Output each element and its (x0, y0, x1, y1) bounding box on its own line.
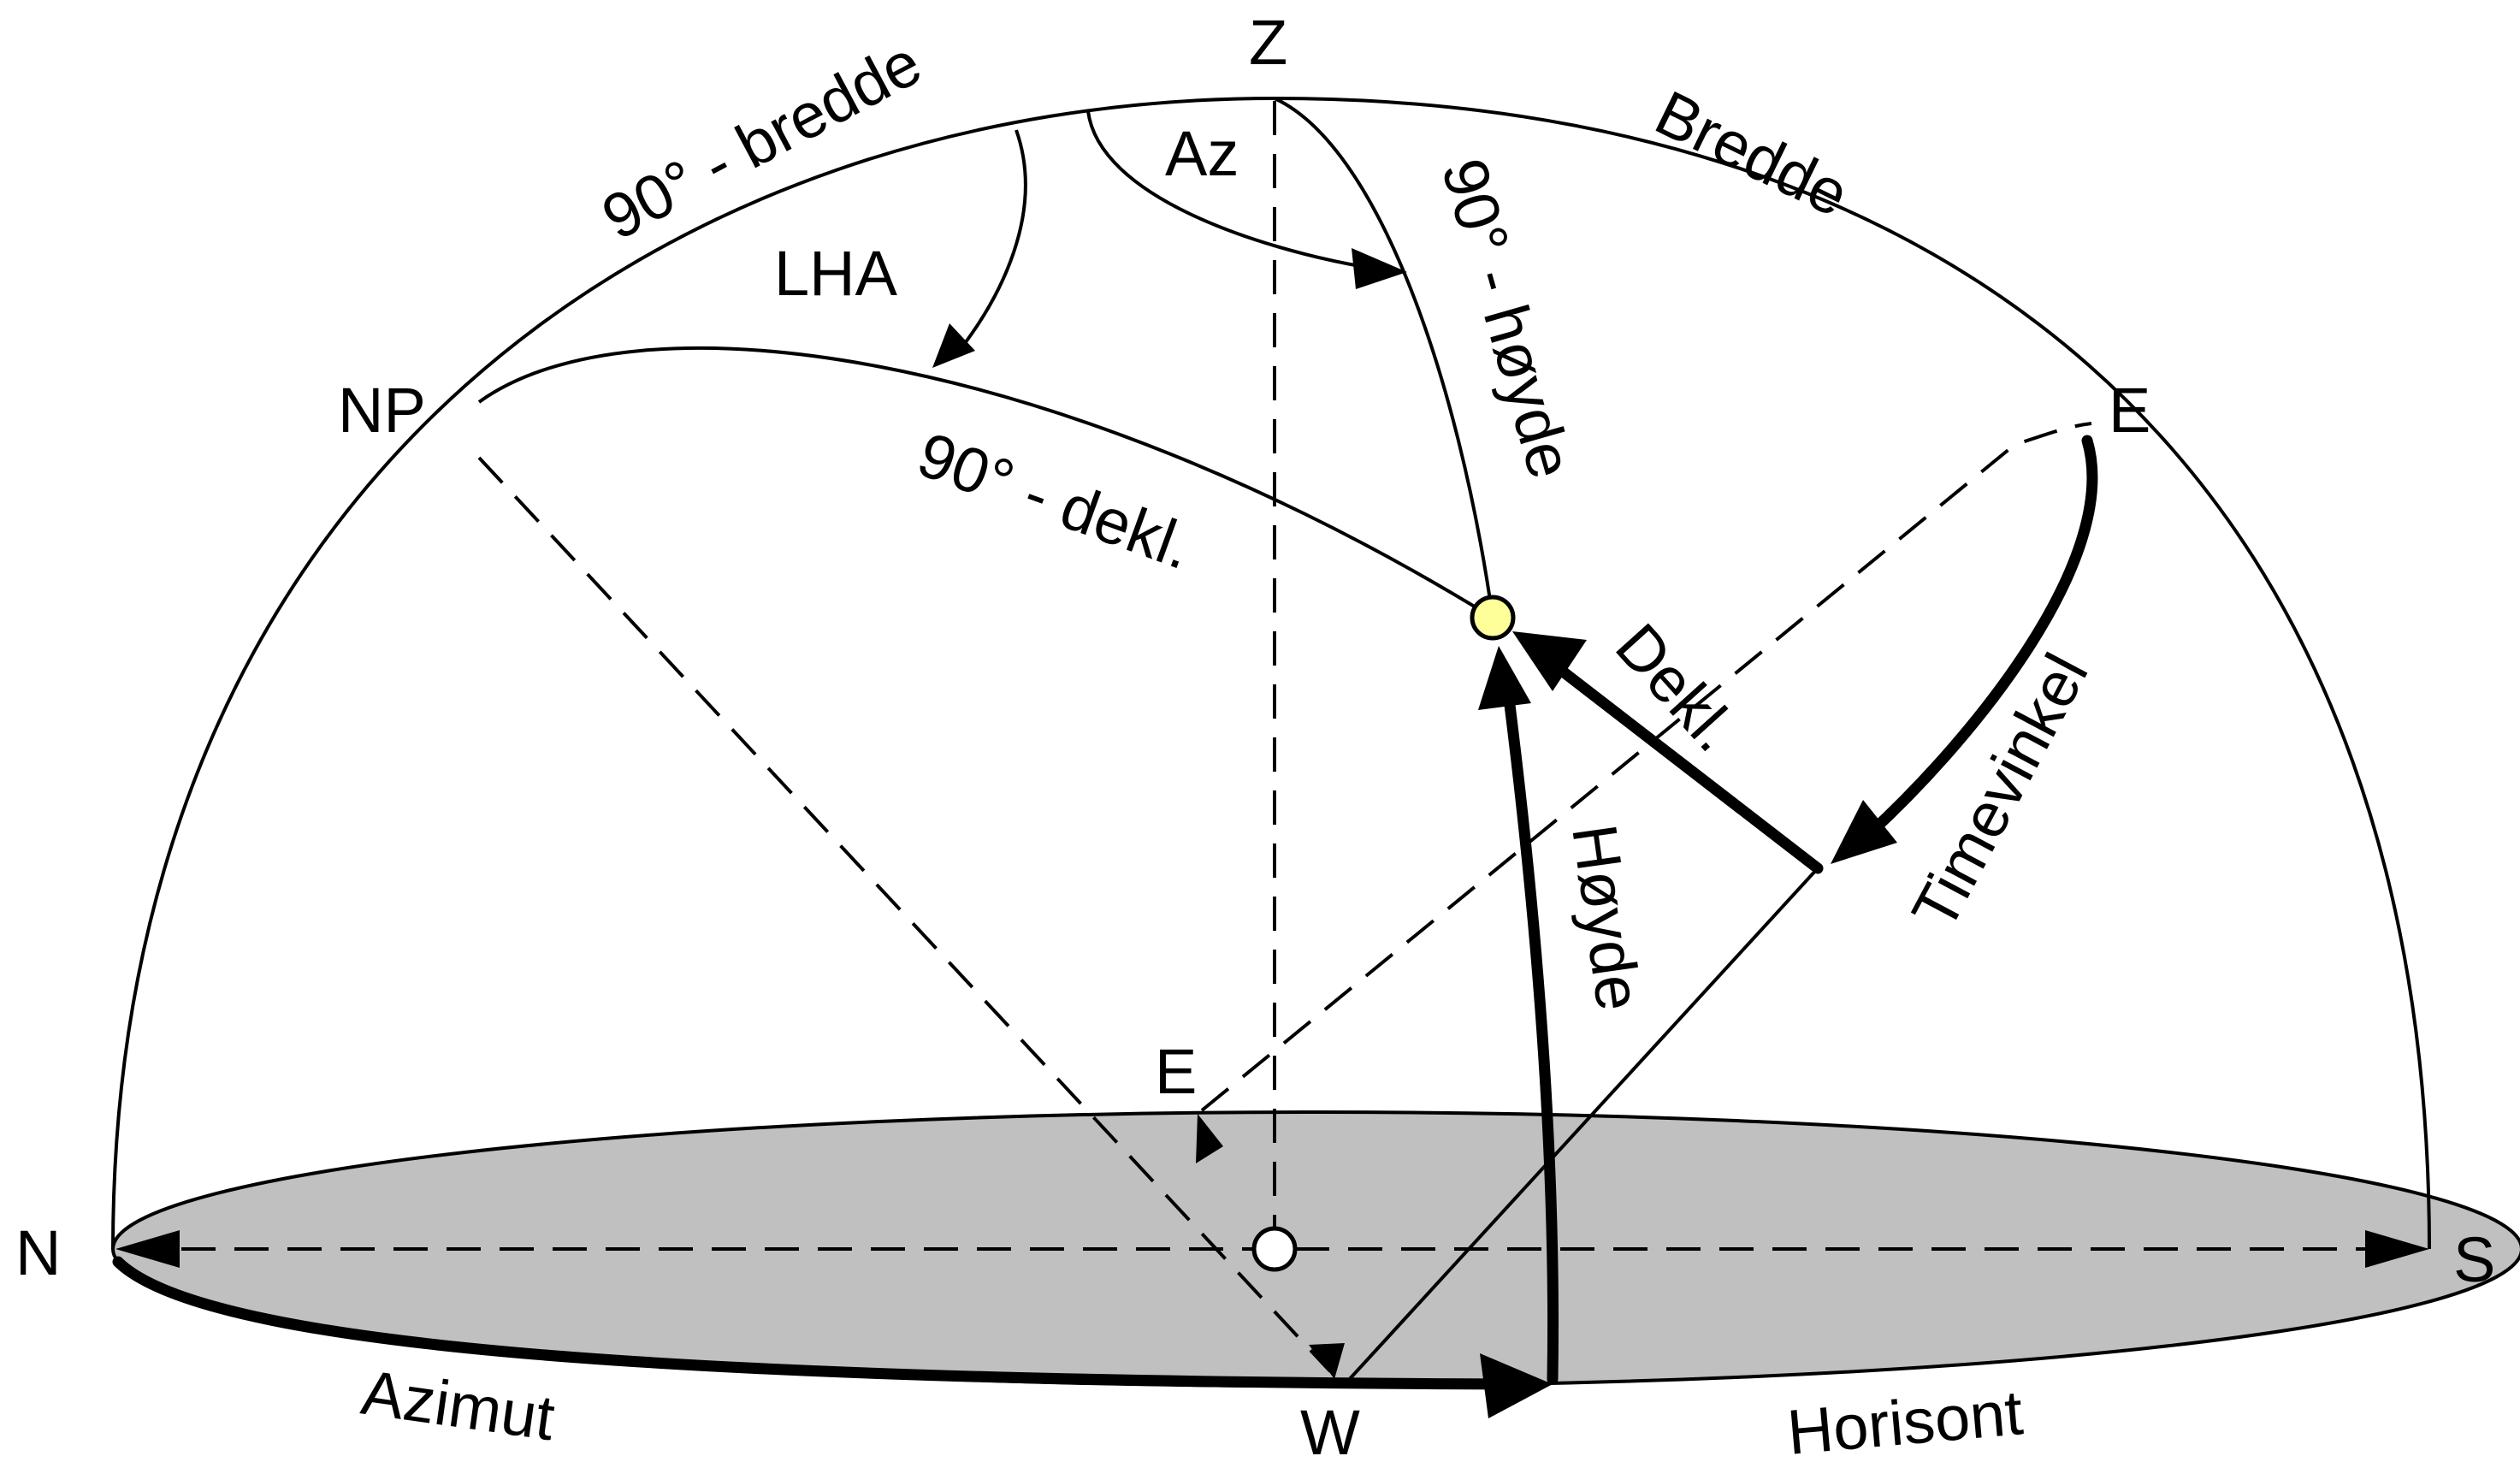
label-altitude-complement: 90° - høyde (1429, 151, 1587, 486)
label-horizon: Horisont (1784, 1376, 2026, 1458)
west-to-declination-line (1346, 867, 1819, 1383)
south-arrowhead (2365, 1230, 2429, 1268)
label-zenith: Z (1249, 7, 1287, 78)
label-latitude-complement: 90° - bredde (591, 27, 932, 253)
declination-arrow (1549, 660, 1824, 874)
observer-center (1251, 1226, 1298, 1272)
west-arrowhead (1309, 1343, 1345, 1379)
label-lha: LHA (774, 238, 898, 309)
label-east-top: E (2109, 375, 2150, 446)
equator-dashed-line (1200, 422, 2092, 1112)
label-azimuth-small: Az (1165, 118, 1239, 189)
zenith-star-arc (1274, 97, 1494, 619)
label-south: S (2453, 1224, 2495, 1295)
azimuth-arc (112, 1256, 1529, 1390)
north-arrowhead (115, 1230, 180, 1268)
label-east-inner: E (1155, 1036, 1197, 1107)
label-north-pole: NP (338, 375, 426, 446)
np-star-arc (477, 346, 1494, 619)
hour-angle-arc (1863, 435, 2098, 840)
lha-arc (952, 129, 1027, 359)
az-arc (1086, 110, 1365, 269)
label-azimuth: Azimut (358, 1357, 559, 1454)
azimuth-arrowhead (1480, 1353, 1553, 1418)
declination-arrowhead (1512, 631, 1587, 691)
lha-arrowhead (932, 323, 975, 368)
label-declination: Dekl. (1602, 610, 1752, 765)
star-marker (1470, 595, 1516, 641)
label-west: W (1300, 1397, 1360, 1458)
altitude-arc (1501, 678, 1559, 1385)
polar-axis-dashed (477, 456, 1332, 1373)
label-latitude: Bredde (1645, 77, 1860, 230)
label-north: N (15, 1217, 61, 1288)
label-declination-complement: 90° - dekl. (909, 418, 1202, 583)
hour-angle-arrowhead (1831, 800, 1897, 864)
label-altitude: Høyde (1559, 820, 1655, 1015)
inner-east-arrowhead (1196, 1114, 1223, 1163)
altitude-arrowhead (1478, 646, 1531, 710)
az-arrowhead (1352, 248, 1407, 289)
